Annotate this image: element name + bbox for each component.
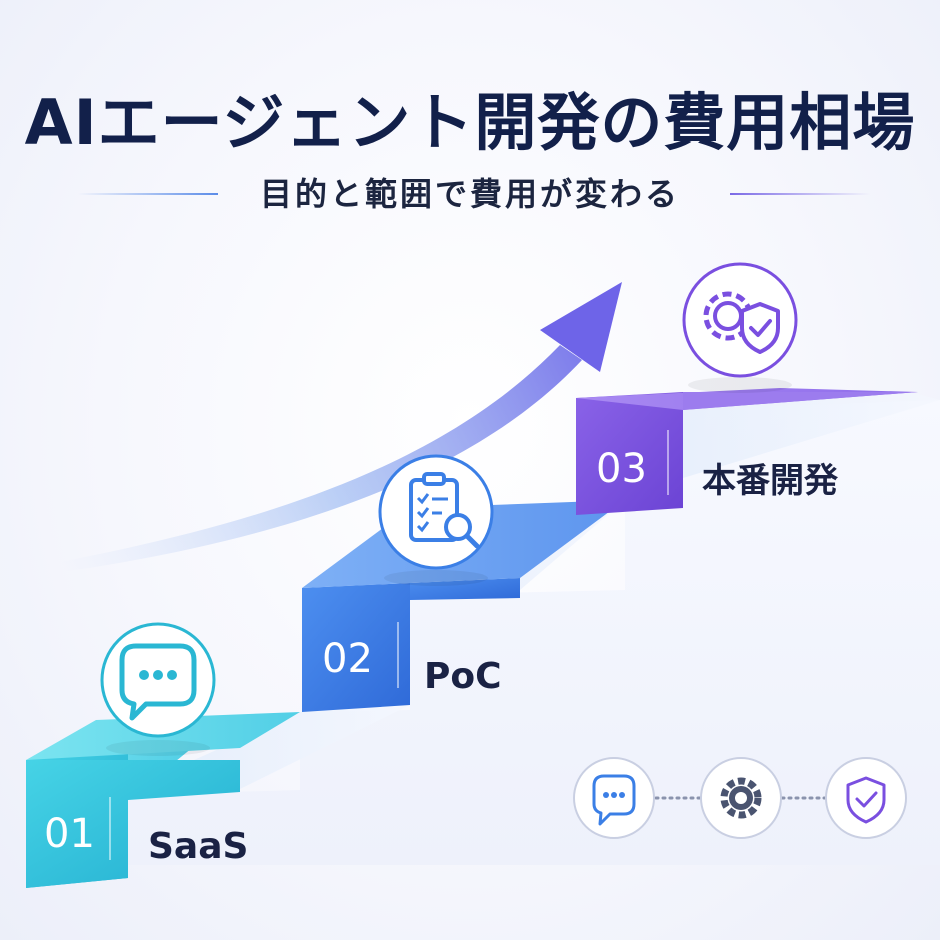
step-3: 03 本番開発 — [576, 388, 918, 515]
subtitle-row: 目的と範囲で費用が変わる — [0, 172, 940, 216]
process-flow — [573, 757, 907, 839]
gear-shield-icon — [682, 262, 798, 393]
growth-arrow-head — [540, 282, 622, 372]
step-1-label: SaaS — [148, 826, 248, 867]
page-title: AIエージェント開発の費用相場 — [24, 86, 916, 159]
glass-tread-3 — [683, 392, 940, 478]
subtitle-divider-right — [730, 193, 870, 195]
flow-chat-icon — [573, 757, 655, 839]
step-2-face — [302, 583, 410, 712]
growth-arrow — [60, 282, 622, 572]
step-3-face — [576, 392, 683, 515]
step-2-label: PoC — [424, 656, 502, 697]
page-subtitle: 目的と範囲で費用が変わる — [259, 175, 680, 213]
staircase-body — [128, 400, 940, 865]
flow-gear-icon — [700, 757, 782, 839]
clipboard-search-icon — [378, 454, 494, 586]
step-1-number: 01 — [44, 811, 95, 857]
step-3-number: 03 — [596, 446, 647, 492]
chat-bubble-icon — [100, 622, 216, 756]
step-1-face — [26, 760, 240, 888]
step-3-label: 本番開発 — [702, 461, 839, 501]
step-2-number: 02 — [322, 636, 373, 682]
subtitle-divider-left — [78, 193, 218, 195]
flow-shield-icon — [825, 757, 907, 839]
